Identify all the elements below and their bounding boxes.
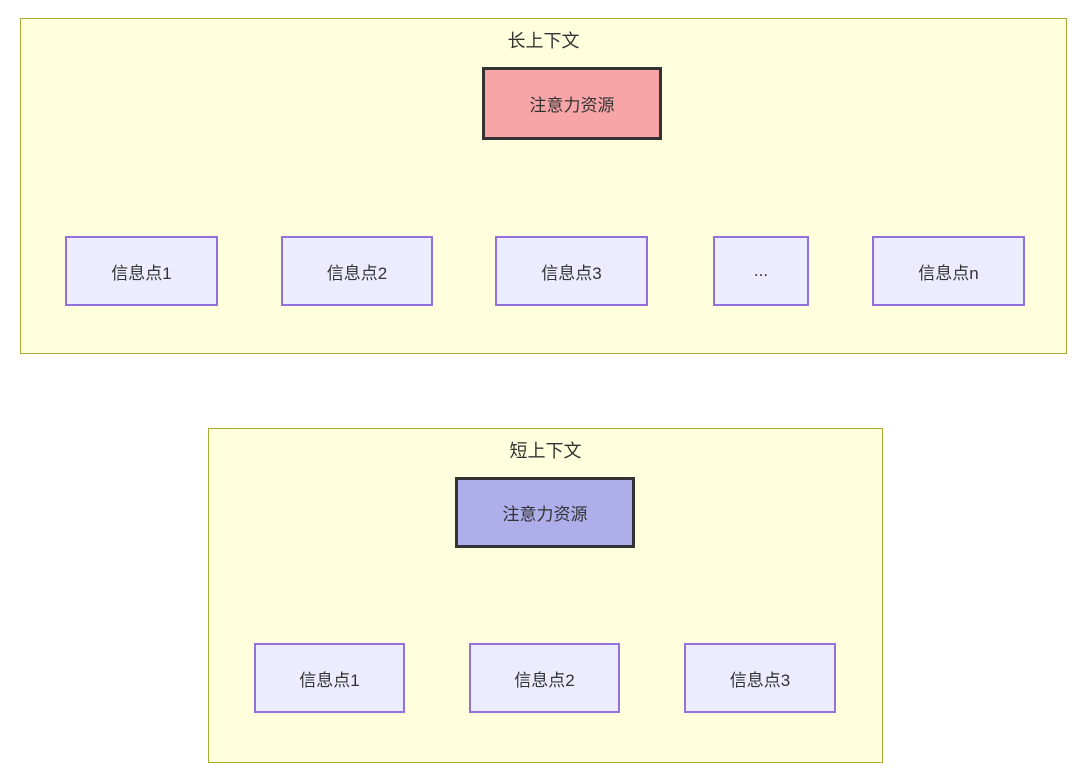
long-context-title: 长上下文 <box>507 31 580 51</box>
long-info-node-1: 信息点1 <box>65 236 218 306</box>
short-attention-node: 注意力资源 <box>455 477 635 548</box>
short-info-node-2: 信息点2 <box>469 643 620 713</box>
long-info-node-ellipsis: ... <box>713 236 809 306</box>
long-info-node-3: 信息点3 <box>495 236 648 306</box>
short-context-title: 短上下文 <box>509 441 582 461</box>
long-info-node-2: 信息点2 <box>281 236 433 306</box>
short-info-node-3: 信息点3 <box>684 643 836 713</box>
short-info-node-1: 信息点1 <box>254 643 405 713</box>
long-attention-node: 注意力资源 <box>482 67 662 140</box>
long-info-node-n: 信息点n <box>872 236 1025 306</box>
